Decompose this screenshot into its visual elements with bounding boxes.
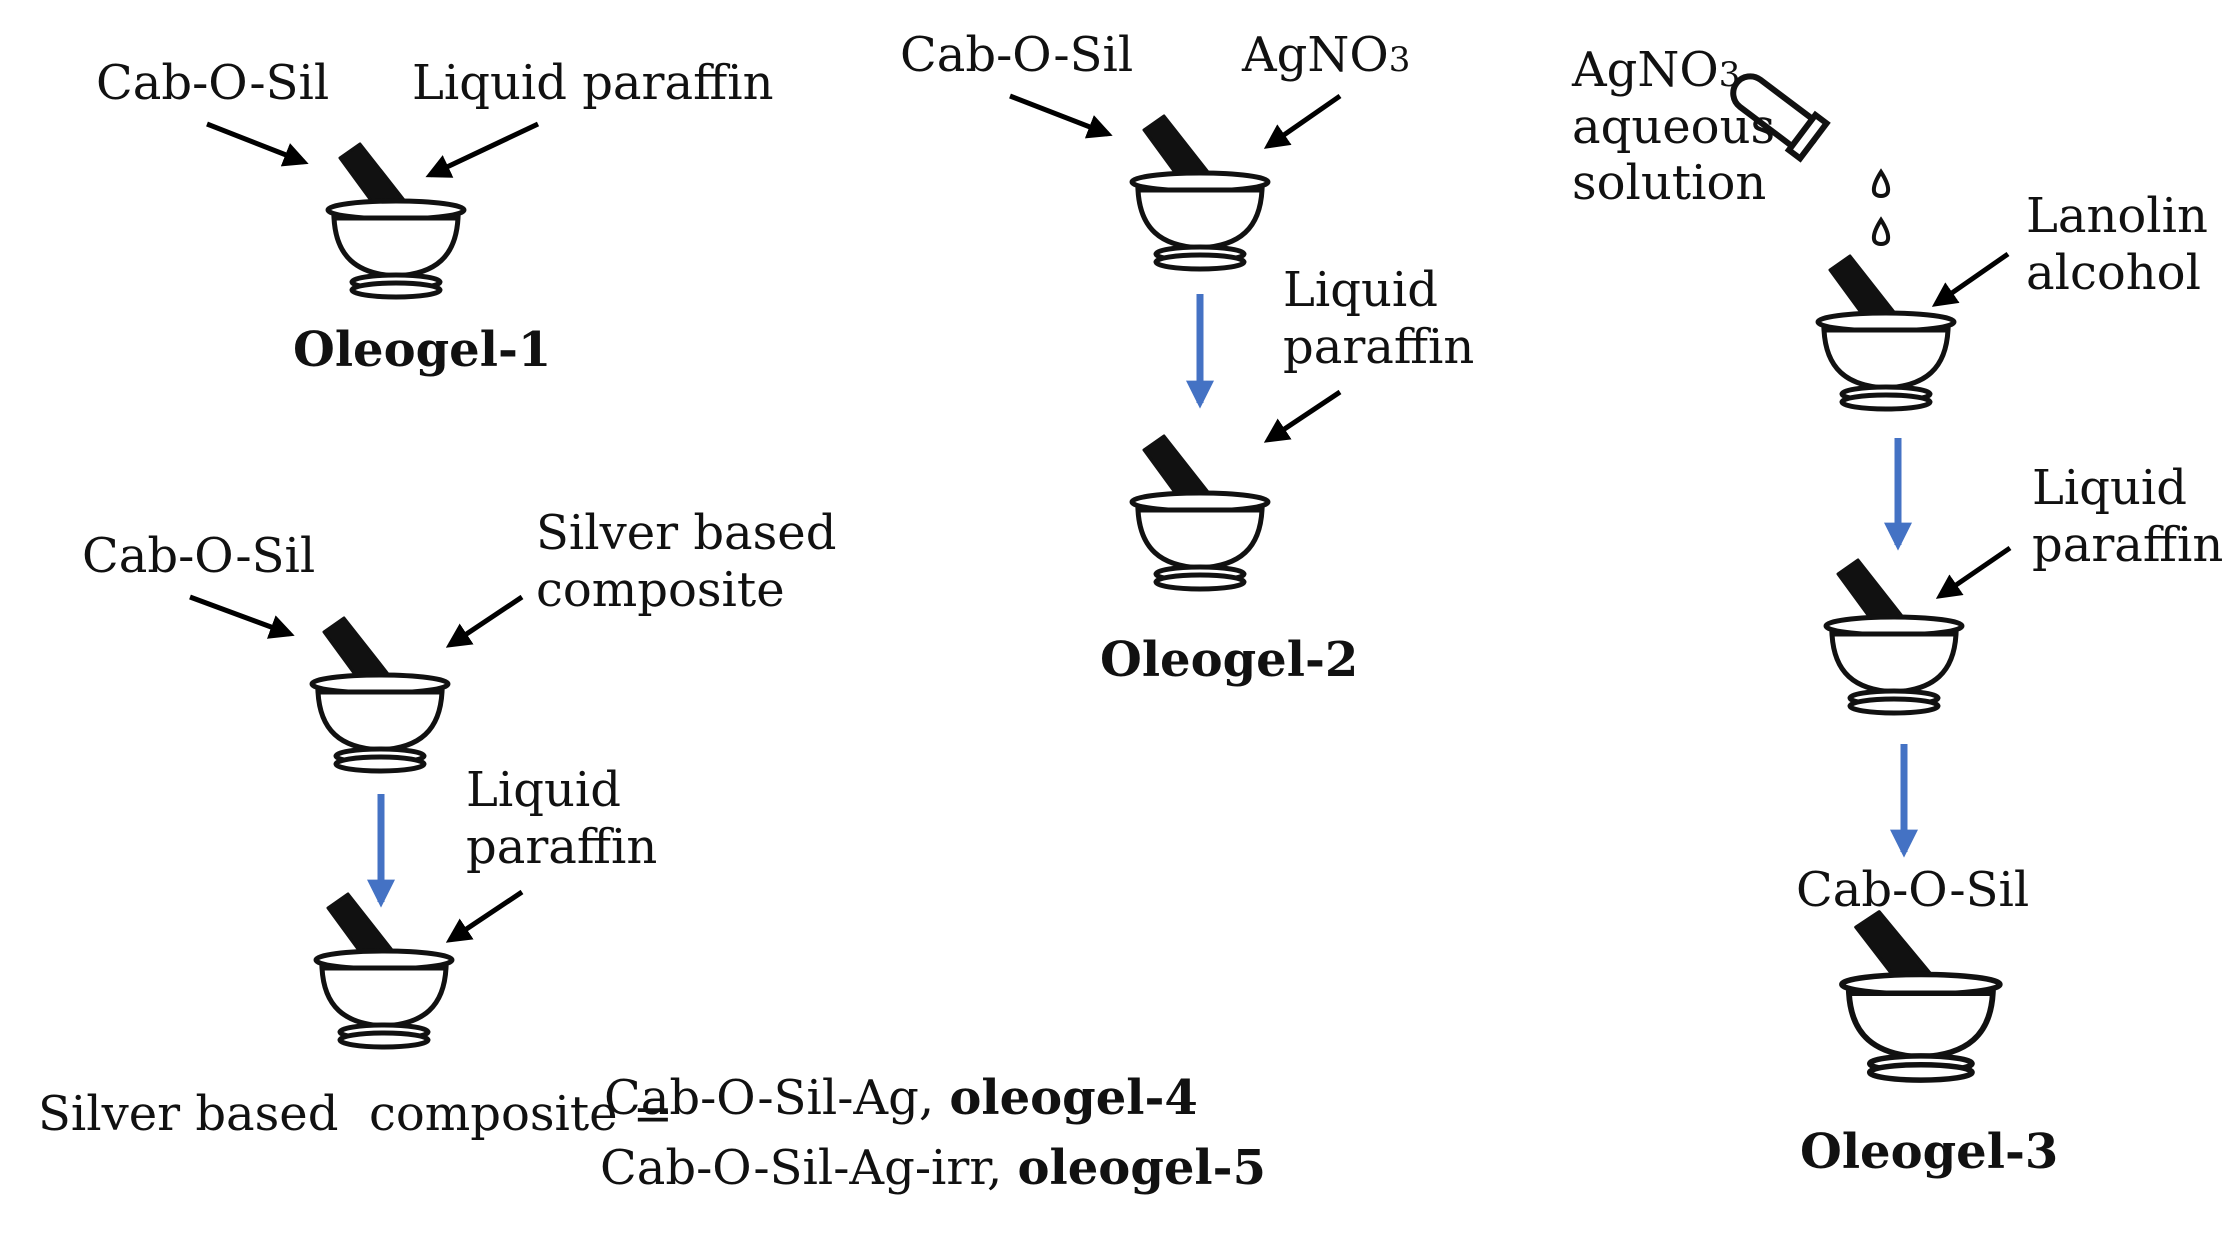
mortar-icon: [1842, 912, 2000, 1080]
input-label-lanolin-alcohol: Lanolin alcohol: [2026, 188, 2208, 301]
input-label-cab-o-sil: Cab-O-Sil: [1796, 862, 2030, 918]
input-arrow: [425, 121, 540, 178]
input-label-agno3: AgNO3: [1242, 27, 1411, 83]
input-label-liquid-paraffin: Liquid paraffin: [466, 762, 658, 875]
test-tube-icon: [1730, 73, 1831, 163]
input-label-liquid-paraffin: Liquid paraffin: [2032, 460, 2224, 573]
input-label-cab-o-sil: Cab-O-Sil: [900, 27, 1134, 83]
mortar-icon: [1132, 116, 1268, 269]
input-arrow: [1935, 545, 2012, 599]
input-label-silver-based-composite: Silver based composite: [536, 505, 837, 618]
mortar-icon: [316, 894, 452, 1047]
product-title-oleogel-2: Oleogel-2: [1100, 632, 1359, 688]
input-arrow: [445, 594, 524, 648]
product-title-oleogel-3: Oleogel-3: [1800, 1124, 2059, 1180]
legend-silver-based-composite: Silver based composite =: [38, 1086, 674, 1142]
input-arrow: [1931, 251, 2010, 307]
input-label-cab-o-sil: Cab-O-Sil: [96, 55, 330, 111]
mortar-icon: [312, 618, 448, 771]
input-label-cab-o-sil: Cab-O-Sil: [82, 528, 316, 584]
input-label-liquid-paraffin: Liquid paraffin: [1283, 262, 1475, 375]
droplet-icon: [1871, 216, 1891, 247]
mortar-icon: [1132, 436, 1268, 589]
input-arrow: [1009, 93, 1113, 139]
legend-line-oleogel-4: Cab-O-Sil-Ag, oleogel-4: [604, 1070, 1198, 1126]
legend-line-oleogel-5: Cab-O-Sil-Ag-irr, oleogel-5: [600, 1140, 1266, 1196]
input-arrow: [1263, 389, 1342, 443]
input-label-agno3-solution: AgNO3 aqueous solution: [1572, 42, 1776, 212]
product-title-oleogel-1: Oleogel-1: [293, 322, 552, 378]
input-arrow: [1263, 93, 1342, 149]
mortar-icon: [1826, 560, 1962, 713]
input-label-liquid-paraffin: Liquid paraffin: [412, 55, 774, 111]
input-arrow: [206, 121, 309, 167]
input-arrow: [445, 889, 524, 943]
mortar-icon: [1818, 256, 1954, 409]
droplet-icon: [1871, 168, 1891, 199]
input-arrow: [189, 594, 295, 639]
